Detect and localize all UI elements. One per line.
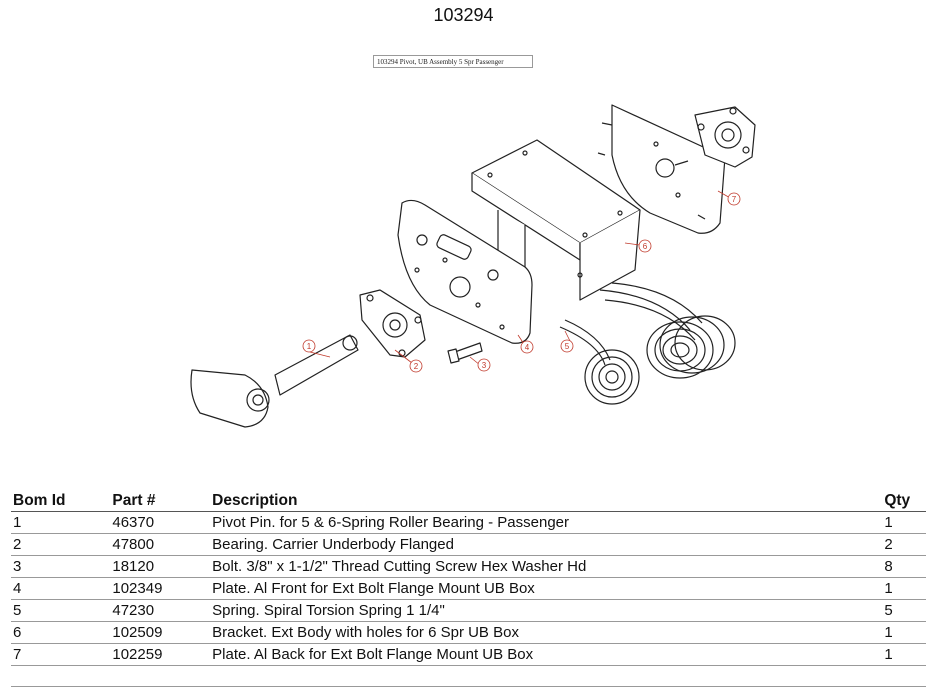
back-plate-drawing [597,104,726,234]
callout-1: 1 [302,339,316,353]
cell-description: Pivot Pin. for 5 & 6-Spring Roller Beari… [210,511,883,534]
callout-5: 5 [560,339,574,353]
cell-description: Bolt. 3/8" x 1-1/2" Thread Cutting Screw… [210,555,883,578]
bolt-drawing [447,342,483,364]
table-row: 6 102509 Bracket. Ext Body with holes fo… [11,621,926,644]
callout-2: 2 [409,359,423,373]
svg-text:1: 1 [307,342,312,351]
cell-part-number: 47230 [110,599,211,622]
svg-text:4: 4 [525,343,530,352]
cell-qty: 2 [882,533,926,556]
front-bearing-drawing [359,289,426,358]
cell-bom-id: 5 [11,599,111,622]
cell-bom-id: 7 [11,643,111,666]
cell-part-number: 47800 [110,533,211,556]
callout-3: 3 [477,358,491,372]
cell-qty: 1 [882,511,926,534]
cell-qty: 8 [882,555,926,578]
cell-bom-id: 6 [11,621,111,644]
cell-part-number: 102259 [110,643,211,666]
cell-part-number: 102509 [110,621,211,644]
cell-qty: 1 [882,621,926,644]
cell-description: Bearing. Carrier Underbody Flanged [210,533,883,556]
page-title: 103294 [433,5,494,25]
exploded-parts-diagram: 1 2 3 4 5 6 7 [190,104,756,428]
bom-table: Bom Id Part # Description Qty 1 46370 Pi… [11,490,926,666]
header-part-number: Part # [110,490,211,512]
cell-qty: 1 [882,577,926,600]
cell-part-number: 46370 [110,511,211,534]
bracket-drawing [471,139,641,301]
svg-text:3: 3 [482,361,487,370]
bottom-divider [11,686,926,687]
back-bearing-drawing [694,106,756,168]
callout-markers: 1 2 3 4 5 6 7 [302,192,741,373]
diagram-caption: 103294 Pivot, UB Assembly 5 Spr Passenge… [373,55,533,68]
cell-description: Spring. Spiral Torsion Spring 1 1/4" [210,599,883,622]
pivot-pin-drawing [190,334,359,428]
springs-drawing [559,282,736,405]
header-description: Description [210,490,883,512]
table-row: 2 47800 Bearing. Carrier Underbody Flang… [11,533,926,556]
header-qty: Qty [882,490,926,512]
cell-bom-id: 2 [11,533,111,556]
cell-part-number: 102349 [110,577,211,600]
callout-4: 4 [520,340,534,354]
table-row: 1 46370 Pivot Pin. for 5 & 6-Spring Roll… [11,511,926,534]
svg-text:2: 2 [414,362,419,371]
table-row: 5 47230 Spring. Spiral Torsion Spring 1 … [11,599,926,622]
callout-6: 6 [638,239,652,253]
table-row: 7 102259 Plate. Al Back for Ext Bolt Fla… [11,643,926,666]
cell-bom-id: 1 [11,511,111,534]
cell-qty: 5 [882,599,926,622]
cell-part-number: 18120 [110,555,211,578]
cell-description: Plate. Al Front for Ext Bolt Flange Moun… [210,577,883,600]
table-row: 3 18120 Bolt. 3/8" x 1-1/2" Thread Cutti… [11,555,926,578]
callout-7: 7 [727,192,741,206]
bom-header-row: Bom Id Part # Description Qty [11,490,926,512]
front-plate-drawing [397,199,533,344]
svg-text:6: 6 [643,242,648,251]
header-bom-id: Bom Id [11,490,111,512]
cell-description: Bracket. Ext Body with holes for 6 Spr U… [210,621,883,644]
table-row: 4 102349 Plate. Al Front for Ext Bolt Fl… [11,577,926,600]
svg-text:5: 5 [565,342,570,351]
svg-text:7: 7 [732,195,737,204]
cell-qty: 1 [882,643,926,666]
cell-bom-id: 4 [11,577,111,600]
cell-description: Plate. Al Back for Ext Bolt Flange Mount… [210,643,883,666]
cell-bom-id: 3 [11,555,111,578]
